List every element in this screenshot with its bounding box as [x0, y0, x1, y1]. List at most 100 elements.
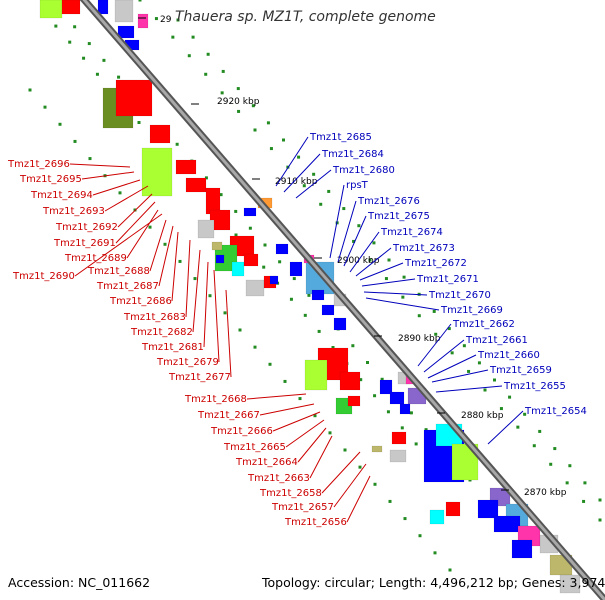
left-gene-label: Tmz1t_2667 — [197, 410, 260, 421]
tick-dot — [386, 410, 390, 414]
tick-dot — [433, 551, 437, 555]
gene-feature — [389, 449, 407, 463]
left-gene-label: Tmz1t_2683 — [123, 312, 186, 323]
left-leader-line — [297, 427, 327, 463]
tick-dot — [204, 176, 208, 180]
tick-dot — [253, 128, 257, 132]
tick-dot — [462, 344, 466, 348]
left-gene-label: Tmz1t_2665 — [223, 442, 286, 453]
tick-dot — [312, 172, 316, 176]
tick-dot — [73, 25, 77, 29]
tick-dot — [359, 378, 363, 382]
kbp-tick-label: 2880 kbp — [461, 411, 504, 421]
left-leader-line — [81, 171, 135, 180]
gene-feature — [339, 371, 361, 391]
gene-feature — [231, 261, 245, 277]
tick-dot — [178, 259, 182, 263]
right-leader-line — [349, 231, 380, 273]
tick-dot — [583, 481, 587, 485]
left-leader-line — [321, 451, 361, 494]
left-leader-line — [158, 225, 174, 287]
tick-dot — [307, 293, 311, 297]
tick-dot — [401, 295, 405, 299]
right-gene-label: Tmz1t_2676 — [357, 196, 420, 207]
tick-dot — [357, 224, 361, 228]
tick-dot — [176, 18, 180, 22]
tick-dot — [302, 184, 306, 188]
gene-feature — [379, 379, 393, 395]
right-gene-label: Tmz1t_2680 — [332, 165, 395, 176]
right-gene-label: rpsT — [346, 180, 369, 191]
tick-dot — [292, 277, 296, 281]
tick-dot — [253, 345, 257, 349]
gene-feature — [445, 501, 461, 517]
left-leader-line — [309, 435, 333, 479]
gene-feature — [511, 539, 533, 559]
right-leader-line — [283, 153, 321, 193]
left-leader-line — [149, 219, 167, 272]
tick-dot — [283, 379, 287, 383]
tick-dot — [493, 378, 496, 382]
tick-dot — [118, 191, 122, 195]
left-leader-line — [115, 201, 156, 244]
gene-feature — [304, 359, 328, 391]
tick-dot — [327, 189, 331, 193]
tick-dot — [387, 258, 391, 262]
tick-dot — [598, 498, 602, 502]
tick-dot — [434, 332, 438, 336]
left-leader-line — [117, 193, 153, 228]
right-leader-line — [431, 369, 489, 383]
gene-feature — [39, 0, 63, 19]
tick-dot — [117, 75, 121, 79]
gene-feature — [61, 0, 81, 15]
left-gene-label: Tmz1t_2664 — [235, 457, 298, 468]
gene-feature — [214, 244, 238, 272]
right-leader-line — [487, 410, 524, 445]
left-gene-label: Tmz1t_2657 — [271, 502, 334, 513]
tick-dot — [171, 35, 175, 39]
left-gene-label: Tmz1t_2658 — [259, 488, 322, 499]
backbone-highlight — [82, 0, 605, 600]
tick-dot — [154, 17, 158, 21]
tick-dot — [582, 499, 586, 503]
tick-dot — [538, 429, 542, 433]
left-leader-line — [126, 209, 159, 259]
tick-dot — [418, 534, 422, 538]
right-leader-line — [417, 323, 452, 367]
left-leader-line — [346, 475, 371, 523]
tick-dot — [343, 448, 347, 452]
tick-dot — [523, 412, 527, 416]
tick-dot — [87, 42, 91, 46]
right-gene-label: Tmz1t_2662 — [452, 319, 515, 330]
tick-dot — [400, 426, 404, 430]
tick-dot — [424, 428, 428, 432]
gene-feature — [333, 317, 347, 331]
tick-dot — [208, 294, 212, 298]
gene-feature — [215, 254, 225, 264]
tick-dot — [380, 377, 384, 381]
gene-feature — [211, 241, 223, 251]
gene-feature — [243, 207, 257, 217]
left-gene-label: Tmz1t_2663 — [247, 473, 310, 484]
tick-dot — [262, 265, 266, 269]
kbp-tick-label: 29 — [160, 15, 172, 25]
tick-dot — [223, 311, 227, 315]
left-gene-label: Tmz1t_2679 — [156, 357, 219, 368]
gene-feature — [391, 431, 407, 445]
kbp-tick-label: 2890 kbp — [398, 334, 441, 344]
left-gene-label: Tmz1t_2689 — [64, 253, 127, 264]
left-gene-label: Tmz1t_2692 — [55, 222, 118, 233]
tick-dot — [278, 260, 282, 264]
left-gene-label: Tmz1t_2656 — [284, 517, 347, 528]
left-gene-label: Tmz1t_2695 — [19, 174, 82, 185]
tick-dot — [266, 121, 270, 125]
tick-dot — [88, 157, 92, 161]
left-leader-line — [246, 393, 307, 400]
left-leader-line — [225, 289, 232, 378]
left-leader-line — [203, 261, 209, 348]
gene-feature — [389, 391, 405, 405]
tick-dot — [477, 361, 481, 365]
right-gene-label: Tmz1t_2684 — [321, 149, 384, 160]
right-leader-line — [355, 247, 392, 277]
